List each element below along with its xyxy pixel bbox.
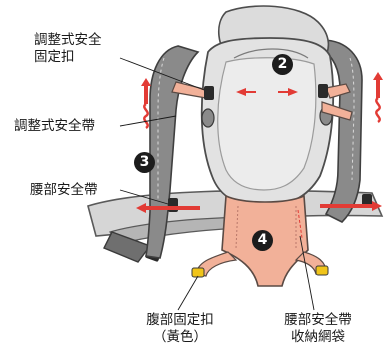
arrow-up-right-tail	[376, 98, 379, 122]
yellow-buckle-right	[316, 266, 328, 275]
yellow-buckle-left	[192, 268, 204, 277]
arrow-up-right	[373, 72, 383, 98]
step-4-badge: 4	[252, 230, 273, 251]
label-adjustable-strap: 調整式安全帶	[14, 118, 95, 135]
label-belt-pocket: 腰部安全帶 收納網袋	[278, 312, 358, 346]
label-adjustable-buckle-line2: 固定扣	[34, 49, 102, 66]
label-adjustable-buckle: 調整式安全 固定扣	[34, 32, 102, 66]
label-waist-belt: 腰部安全帶	[30, 182, 98, 199]
label-belt-pocket-line1: 腰部安全帶	[278, 312, 358, 329]
label-waist-buckle-line1: 腹部固定扣	[132, 312, 228, 329]
label-waist-buckle-line2: （黃色）	[132, 329, 228, 346]
label-adjustable-buckle-line1: 調整式安全	[34, 32, 102, 49]
label-belt-pocket-line2: 收納網袋	[278, 329, 358, 346]
step-3-badge: 3	[134, 152, 155, 173]
label-waist-buckle: 腹部固定扣 （黃色）	[132, 312, 228, 346]
arrow-up-left-tail	[144, 104, 147, 128]
step-2-badge: 2	[272, 54, 293, 75]
leader-waist-buckle	[178, 276, 198, 310]
